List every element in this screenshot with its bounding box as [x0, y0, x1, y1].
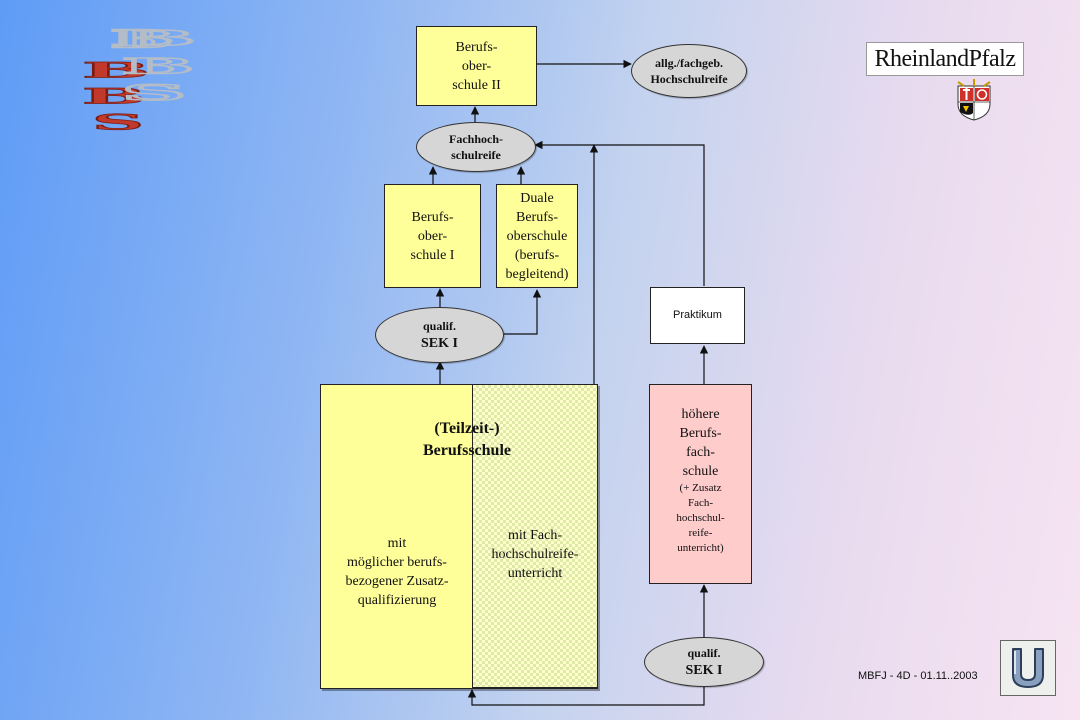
- bbs-letter-outline: B: [110, 26, 173, 54]
- bos2-line: Berufs-: [455, 39, 498, 55]
- footer-text: MBFJ - 4D - 01.11..2003: [858, 670, 978, 682]
- bfs-extra-line: Fach-: [687, 497, 714, 509]
- bfs-extra-line: (+ Zusatz: [679, 482, 722, 494]
- fachhochschulreife-line: schulreife: [451, 148, 501, 162]
- bfs-line: höhere: [681, 407, 720, 422]
- berufsschule-right-line: unterricht: [507, 566, 563, 581]
- u-turn-arrow-icon: [1012, 648, 1044, 688]
- qualif-sek1-oval-bottom: qualif. SEK I: [644, 637, 764, 687]
- berufsschule-right-text: mit Fach- hochschulreife- unterricht: [474, 526, 596, 583]
- qualif-line: qualif.: [422, 318, 456, 333]
- bfs-box: höhere Berufs- fach- schule (+ Zusatz Fa…: [649, 384, 752, 584]
- back-button[interactable]: [1000, 640, 1056, 696]
- berufsschule-right-line: mit Fach-: [507, 528, 563, 543]
- fhr-unterricht-area: [472, 384, 598, 688]
- bfs-extra-line: reife-: [688, 527, 713, 539]
- bbs-outline-3: S: [122, 81, 186, 105]
- dbos-box: Duale Berufs- oberschule (berufs- beglei…: [496, 184, 578, 288]
- state-name: RheinlandPfalz: [874, 45, 1016, 72]
- qualif-sek1-oval-top: qualif. SEK I: [375, 307, 504, 363]
- fachhochschulreife-line: Fachhoch-: [449, 132, 503, 146]
- bfs-extra-line: hochschul-: [676, 512, 725, 524]
- arrow-praktikum-to-fh: [534, 140, 705, 286]
- bfs-line: Berufs-: [679, 426, 722, 441]
- qualif-line: SEK I: [685, 662, 723, 678]
- berufsschule-right-line: hochschulreife-: [491, 547, 579, 562]
- dbos-line: Berufs-: [516, 209, 558, 225]
- bos1-box: Berufs- ober- schule I: [384, 184, 481, 288]
- bfs-line: fach-: [686, 445, 715, 460]
- arrow-qualif-to-bs: [467, 686, 705, 706]
- hochschulreife-oval: allg./fachgeb. Hochschulreife: [631, 44, 747, 98]
- bos2-box: Berufs- ober- schule II: [416, 26, 537, 106]
- bbs-outline-2: B: [122, 55, 194, 79]
- dbos-line: oberschule: [506, 228, 568, 244]
- dbos-line: Duale: [520, 190, 554, 206]
- berufsschule-left-line: mit: [387, 536, 407, 551]
- bbs-letter-1: B: [82, 59, 150, 83]
- bos2-line: schule II: [452, 77, 501, 93]
- bos1-line: Berufs-: [411, 209, 454, 225]
- qualif-line: SEK I: [421, 335, 458, 351]
- bbs-letter-2: B: [82, 85, 146, 109]
- berufsschule-left-line: möglicher berufs-: [347, 555, 447, 570]
- berufsschule-left-line: bezogener Zusatz-: [345, 574, 449, 589]
- praktikum-box: Praktikum: [650, 287, 745, 344]
- berufsschule-title: (Teilzeit-) Berufsschule: [380, 418, 554, 462]
- berufsschule-title-line: (Teilzeit-): [434, 420, 500, 437]
- fachhochschulreife-oval: Fachhoch- schulreife: [416, 122, 536, 172]
- berufsschule-left-line: qualifizierung: [357, 593, 437, 608]
- bfs-extra-line: unterricht): [677, 542, 724, 554]
- berufsschule-title-line: Berufsschule: [423, 442, 511, 459]
- arrow-qualif-to-dbos: [504, 289, 542, 335]
- rheinland-pfalz-logo: RheinlandPfalz: [866, 42, 1024, 76]
- bbs-letter-3: S: [92, 111, 144, 135]
- bfs-line: schule: [682, 464, 719, 479]
- praktikum-label: Praktikum: [673, 309, 722, 321]
- bos1-line: schule I: [410, 247, 455, 263]
- bos2-line: ober-: [461, 58, 492, 74]
- bbs-outline-1: B: [110, 27, 196, 51]
- dbos-line: begleitend): [505, 266, 569, 282]
- dbos-line: (berufs-: [514, 247, 560, 263]
- hochschulreife-line: allg./fachgeb.: [655, 56, 723, 70]
- qualif-line: qualif.: [687, 645, 721, 660]
- berufsschule-left-text: mit möglicher berufs- bezogener Zusatz- …: [322, 534, 472, 610]
- bos1-line: ober-: [417, 228, 448, 244]
- hochschulreife-line: Hochschulreife: [650, 72, 728, 86]
